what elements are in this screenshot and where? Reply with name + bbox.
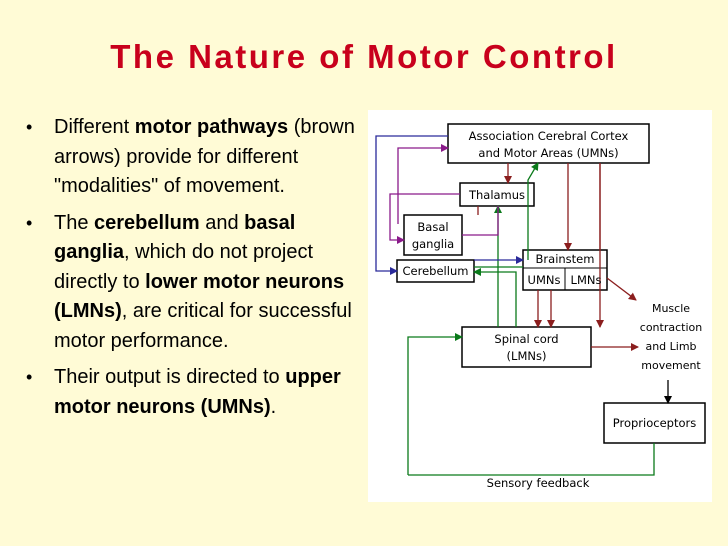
basal-ganglia-label: Basal bbox=[417, 220, 448, 234]
bullet-item: The cerebellum and basal ganglia, which … bbox=[24, 209, 359, 357]
bullet-list: Different motor pathways (brown arrows) … bbox=[24, 113, 359, 429]
bullet-text: Different bbox=[54, 116, 135, 138]
purple-arrow bbox=[389, 193, 460, 244]
green-arrow bbox=[408, 443, 655, 476]
bullet-text: , are critical for successful motor perf… bbox=[54, 300, 352, 352]
muscle-label: movement bbox=[641, 359, 701, 372]
brainstem-label: Brainstem bbox=[536, 252, 595, 266]
bullet-text-bold: lower motor neurons (LMNs) bbox=[54, 270, 345, 323]
bullet-item: Their output is directed to upper motor … bbox=[24, 363, 359, 422]
proprioceptors-box bbox=[603, 402, 706, 444]
proprioceptors-label: Proprioceptors bbox=[613, 416, 696, 430]
blue-arrow bbox=[375, 135, 448, 275]
cortex-box bbox=[447, 123, 650, 164]
bullet-text-bold: basal ganglia bbox=[54, 211, 296, 264]
purple-arrow bbox=[462, 206, 499, 236]
bullet-text: . bbox=[270, 395, 277, 418]
spinal-cord-label: (LMNs) bbox=[507, 349, 547, 363]
bullet-text-bold: upper motor neurons (UMNs) bbox=[54, 366, 341, 418]
muscle-label: contraction bbox=[640, 321, 702, 334]
sensory-feedback-label: Sensory feedback bbox=[487, 476, 590, 490]
bullet-text: The bbox=[54, 211, 95, 234]
diagram-svg: Association Cerebral Cortex and Motor Ar… bbox=[375, 123, 706, 490]
purple-arrow bbox=[397, 144, 449, 224]
bullet-text: , which do not project directly to bbox=[54, 241, 314, 293]
green-arrow bbox=[407, 333, 463, 475]
bullet-text: and bbox=[199, 211, 245, 234]
brainstem-lmns-label: LMNs bbox=[571, 273, 602, 287]
bullet-text: (brown arrows) provide for different "mo… bbox=[54, 116, 355, 197]
basal-ganglia-label: ganglia bbox=[412, 237, 454, 251]
thalamus-label: Thalamus bbox=[468, 188, 525, 202]
motor-control-diagram: Association Cerebral Cortex and Motor Ar… bbox=[368, 110, 712, 502]
brainstem-umns-label: UMNs bbox=[528, 273, 561, 287]
green-arrow bbox=[527, 162, 539, 260]
cerebellum-label: Cerebellum bbox=[403, 264, 469, 278]
green-arrow bbox=[473, 268, 517, 327]
bullet-text: Their output is directed to bbox=[54, 366, 286, 388]
muscle-label: Muscle bbox=[652, 302, 690, 315]
muscle-label: and Limb bbox=[645, 340, 696, 353]
bullet-item: Different motor pathways (brown arrows) … bbox=[24, 113, 359, 202]
bullet-text-bold: motor pathways bbox=[134, 116, 289, 138]
spinal-cord-box bbox=[461, 326, 592, 368]
bullet-text-bold: cerebellum bbox=[94, 211, 200, 234]
cortex-label: Association Cerebral Cortex bbox=[469, 129, 629, 143]
cortex-label: and Motor Areas (UMNs) bbox=[478, 146, 618, 160]
brown-arrow bbox=[606, 277, 637, 301]
spinal-cord-label: Spinal cord bbox=[494, 332, 558, 346]
slide-title: The Nature of Motor Control bbox=[110, 38, 618, 75]
